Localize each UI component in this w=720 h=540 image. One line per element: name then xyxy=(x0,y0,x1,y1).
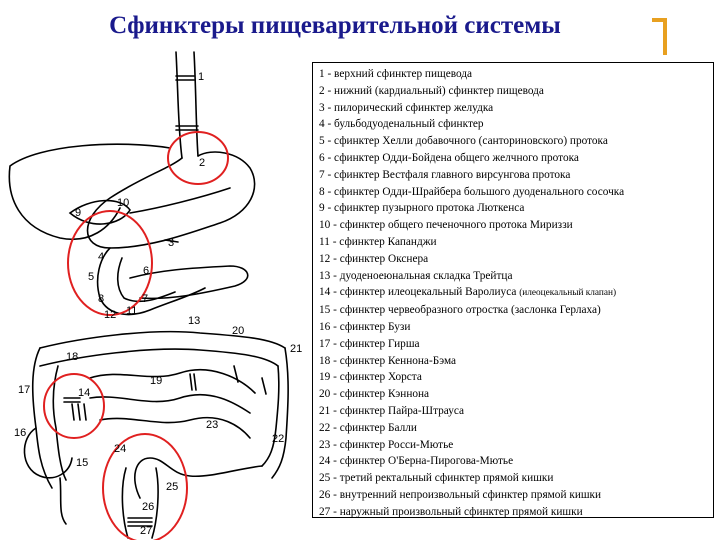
label-24: 24 xyxy=(114,443,126,455)
sigmoid-colon xyxy=(134,457,263,499)
label-18: 18 xyxy=(66,351,78,363)
label-26: 26 xyxy=(142,501,154,513)
label-7: 7 xyxy=(142,293,148,305)
label-2: 2 xyxy=(199,157,205,169)
label-10: 10 xyxy=(117,197,129,209)
caecum xyxy=(23,427,73,479)
label-14: 14 xyxy=(78,387,90,399)
rectum xyxy=(121,467,159,539)
digestive-system-figure: 1 2 3 4 5 6 7 8 9 10 11 12 13 14 15 16 1… xyxy=(8,51,302,540)
label-21: 21 xyxy=(290,343,302,355)
legend-item-23: 23 - сфинктер Росси-Мютье xyxy=(319,438,454,451)
legend-item-4: 4 - бульбодуоденальный сфинктер xyxy=(319,118,484,131)
legend-item-1: 1 - верхний сфинктер пищевода xyxy=(319,68,473,80)
liver-shape xyxy=(8,143,171,241)
label-22: 22 xyxy=(272,433,284,445)
legend-item-14: 14 - сфинктер илеоцекальный Варолиуса (и… xyxy=(319,286,617,299)
page-title: Сфинктеры пищеварительной системы xyxy=(109,12,561,39)
legend-item-12: 12 - сфинктер Окснера xyxy=(319,252,429,265)
label-19: 19 xyxy=(150,375,162,387)
rectum-rings xyxy=(127,517,153,527)
stomach-shape xyxy=(86,151,256,249)
pancreas-shape xyxy=(129,265,249,300)
label-11: 11 xyxy=(126,305,137,317)
label-4: 4 xyxy=(98,251,104,263)
legend-item-6: 6 - сфинктер Одди-Бойдена общего желчног… xyxy=(319,151,579,164)
legend-list: 1 - верхний сфинктер пищевода 2 - нижний… xyxy=(313,63,713,521)
legend-item-10: 10 - сфинктер общего печеночного протока… xyxy=(319,219,573,232)
label-1: 1 xyxy=(198,71,204,83)
label-6: 6 xyxy=(143,265,149,277)
legend-item-27: 27 - наружный произвольный сфинктер прям… xyxy=(319,505,583,518)
highlight-circle-rectum xyxy=(102,433,188,540)
legend-item-13: 13 - дуоденоеюнальная складка Трейтца xyxy=(319,269,513,282)
label-13: 13 xyxy=(188,315,200,327)
label-17: 17 xyxy=(18,384,30,396)
label-25: 25 xyxy=(166,481,178,493)
appendix xyxy=(59,477,67,525)
transverse-colon xyxy=(39,330,286,367)
ascending-colon xyxy=(31,347,67,489)
legend-item-19: 19 - сфинктер Хорста xyxy=(319,371,422,384)
label-9: 9 xyxy=(75,207,81,219)
legend-item-16: 16 - сфинктер Бузи xyxy=(319,320,411,333)
corner-bracket-icon xyxy=(652,18,667,55)
legend-item-2: 2 - нижний (кардиальный) сфинктер пищево… xyxy=(319,84,544,97)
highlight-circle-cardia xyxy=(167,131,229,185)
legend-item-24: 24 - сфинктер О'Берна-Пирогова-Мютье xyxy=(319,455,514,468)
legend-item-3: 3 - пилорический сфинктер желудка xyxy=(319,101,494,114)
legend-item-7: 7 - сфинктер Вестфаля главного вирсунгов… xyxy=(319,168,571,181)
legend-item-8: 8 - сфинктер Одди-Шрайбера большого дуод… xyxy=(319,185,625,198)
legend-box: 1 - верхний сфинктер пищевода 2 - нижний… xyxy=(312,62,714,518)
highlight-circle-ileocecal xyxy=(43,373,105,439)
descending-colon xyxy=(261,347,289,479)
label-8: 8 xyxy=(98,293,104,305)
legend-item-17: 17 - сфинктер Гирша xyxy=(319,337,420,350)
label-20: 20 xyxy=(232,325,244,337)
stomach-inner xyxy=(129,187,231,214)
legend-item-26: 26 - внутренний непроизвольный сфинктер … xyxy=(319,488,602,501)
legend-item-14-note: (илеоцекальный клапан) xyxy=(519,288,617,299)
label-3: 3 xyxy=(168,237,174,249)
label-15: 15 xyxy=(76,457,88,469)
legend-item-18: 18 - сфинктер Кеннона-Бэма xyxy=(319,354,457,367)
label-5: 5 xyxy=(88,271,94,283)
esophagus-shape xyxy=(175,51,199,159)
sphincter-rings xyxy=(63,125,267,421)
small-intestine xyxy=(89,369,256,439)
legend-item-25: 25 - третий ректальный сфинктер прямой к… xyxy=(319,472,554,485)
legend-item-11: 11 - сфинктер Капанджи xyxy=(319,235,437,248)
gallbladder-shape xyxy=(68,199,131,225)
esophagus-ring xyxy=(175,75,195,81)
legend-item-5: 5 - сфинктер Хелли добавочного (санторин… xyxy=(319,135,608,148)
legend-item-22: 22 - сфинктер Балли xyxy=(319,421,417,434)
legend-item-20: 20 - сфинктер Кэннона xyxy=(319,388,430,401)
duodenum-inner xyxy=(116,257,176,303)
legend-item-21: 21 - сфинктер Пайра-Штрауса xyxy=(319,404,465,417)
label-27: 27 xyxy=(140,525,152,537)
legend-item-9: 9 - сфинктер пузырного протока Люткенса xyxy=(319,202,525,215)
legend-item-15: 15 - сфинктер червеобразного отростка (з… xyxy=(319,304,601,317)
highlight-circle-duodenum xyxy=(67,210,153,316)
label-12: 12 xyxy=(104,309,116,321)
label-23: 23 xyxy=(206,419,218,431)
label-16: 16 xyxy=(14,427,26,439)
